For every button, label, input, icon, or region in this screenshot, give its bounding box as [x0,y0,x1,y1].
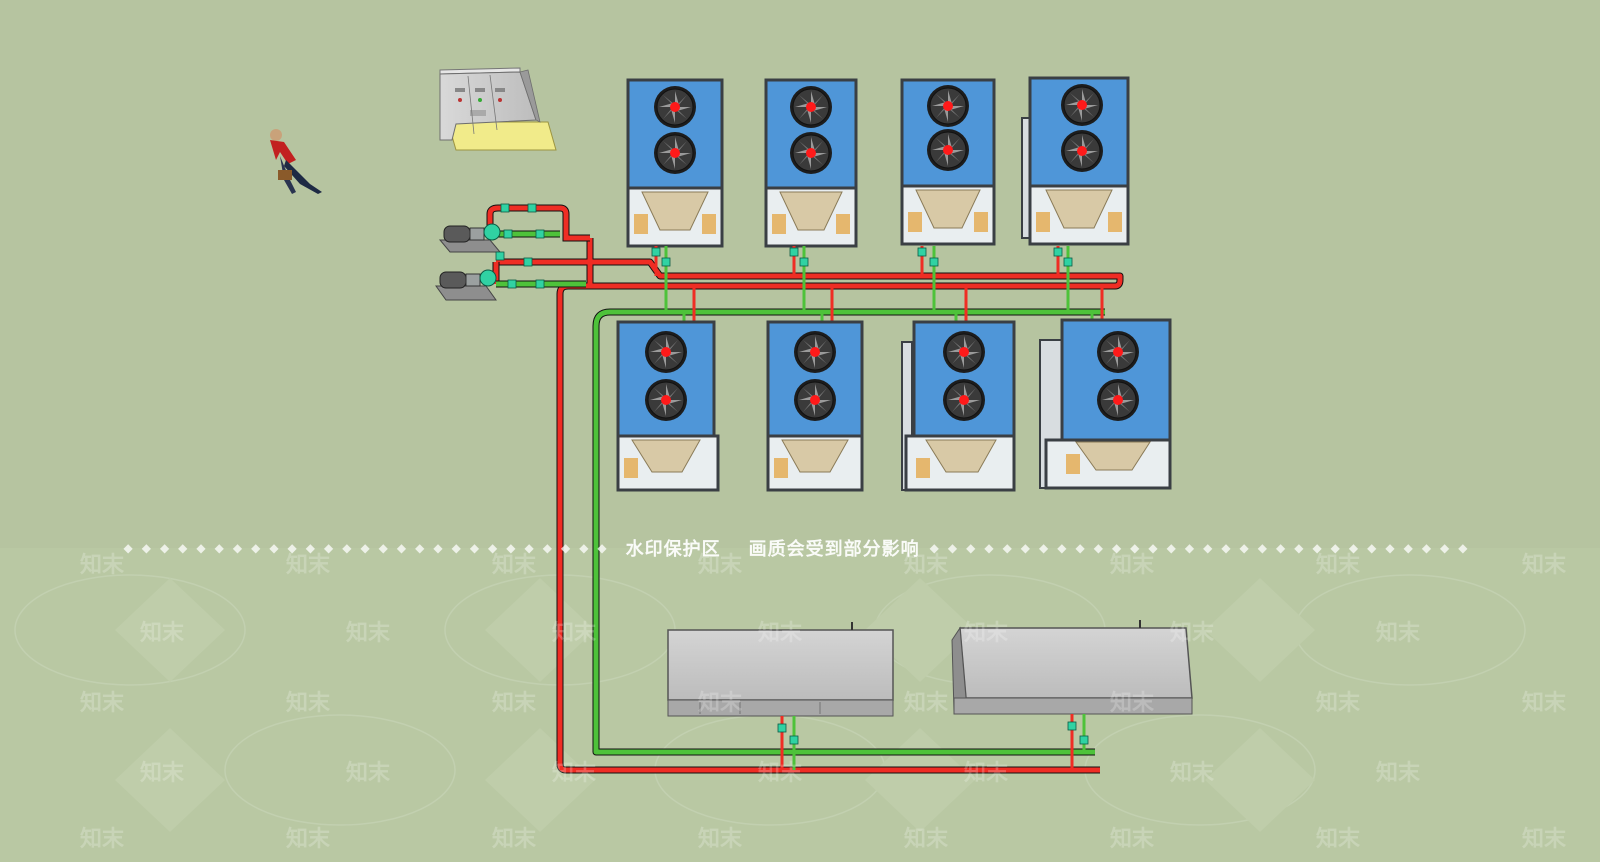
indoor-unit-connections [777,714,1089,770]
watermark-brand-text: 知末 [1110,690,1155,716]
watermark-brand-text: 知末 [964,760,1009,786]
watermark-brand-text: 知末 [1522,690,1567,716]
watermark-brand-text: 知末 [698,826,743,852]
watermark-dots-right: ◆◆◆◆◆◆◆◆◆◆◆◆◆◆◆◆◆◆◆◆◆◆◆◆◆◆◆◆◆◆ [929,541,1477,555]
watermark-brand-text: 知末 [1376,760,1421,786]
unit-connections-row1 [651,246,1073,312]
person-figure [270,129,322,194]
indoor-air-handler-unit [667,622,894,717]
watermark-notice-bar: ◆◆◆◆◆◆◆◆◆◆◆◆◆◆◆◆◆◆◆◆◆◆◆◆◆◆◆ 水印保护区 画质会受到部… [0,536,1600,560]
heat-pump-unit [901,320,1016,492]
watermark-brand-text: 知末 [904,690,949,716]
watermark-brand-text: 知末 [698,552,743,578]
heat-pump-unit [766,320,864,492]
watermark-brand-text: 知末 [80,690,125,716]
watermark-brand-text: 知末 [1316,690,1361,716]
watermark-brand-text: 知末 [1170,620,1215,646]
heat-pump-unit [764,78,858,248]
watermark-brand-text: 知末 [1110,552,1155,578]
watermark-brand-text: 知末 [1522,552,1567,578]
watermark-brand-text: 知末 [80,826,125,852]
pump-station [435,203,590,301]
watermark-brand-text: 知末 [346,760,391,786]
watermark-brand-text: 知末 [286,826,331,852]
watermark-brand-text: 知末 [1316,552,1361,578]
heat-pump-unit [1039,318,1172,490]
watermark-brand-text: 知末 [80,552,125,578]
watermark-brand-text: 知末 [552,760,597,786]
watermark-notice-text: 水印保护区 [625,539,721,560]
watermark-brand-text: 知末 [492,826,537,852]
watermark-brand-text: 知末 [286,690,331,716]
watermark-brand-text: 知末 [904,826,949,852]
watermark-brand-text: 知末 [492,552,537,578]
heat-pump-unit [626,78,724,248]
watermark-brand-text: 知末 [492,690,537,716]
heat-pump-unit [900,78,996,246]
watermark-dots-left: ◆◆◆◆◆◆◆◆◆◆◆◆◆◆◆◆◆◆◆◆◆◆◆◆◆◆◆ [123,541,616,555]
watermark-brand-text: 知末 [552,620,597,646]
watermark-brand-text: 知末 [1316,826,1361,852]
watermark-brand-text: 知末 [140,760,185,786]
electrical-control-cabinet [439,67,557,151]
watermark-brand-text: 知末 [286,552,331,578]
watermark-brand-text: 知末 [698,690,743,716]
unit-connections-row2 [682,286,1104,322]
watermark-brand-text: 知末 [346,620,391,646]
watermark-brand-text: 知末 [1522,826,1567,852]
watermark-brand-text: 知末 [1110,826,1155,852]
heat-pump-unit [1021,76,1130,246]
water-pump [438,223,502,253]
watermark-brand-text: 知末 [758,760,803,786]
pump-valves [495,203,545,289]
watermark-brand-text: 知末 [1376,620,1421,646]
watermark-brand-text: 知末 [140,620,185,646]
indoor-air-handler-unit [951,620,1193,715]
watermark-brand-text: 知末 [904,552,949,578]
watermark-brand-text: 知末 [1170,760,1215,786]
heat-pump-unit [616,320,720,492]
watermark-brand-text: 知末 [964,620,1009,646]
water-pump [435,269,497,301]
watermark-brand-layer: 知末知末知末知末知末知末知末知末知末知末知末知末知末知末知末知末知末知末知末知末… [80,552,1567,852]
watermark-brand-text: 知末 [758,620,803,646]
watermark-quality-text: 画质会受到部分影响 [748,539,920,560]
